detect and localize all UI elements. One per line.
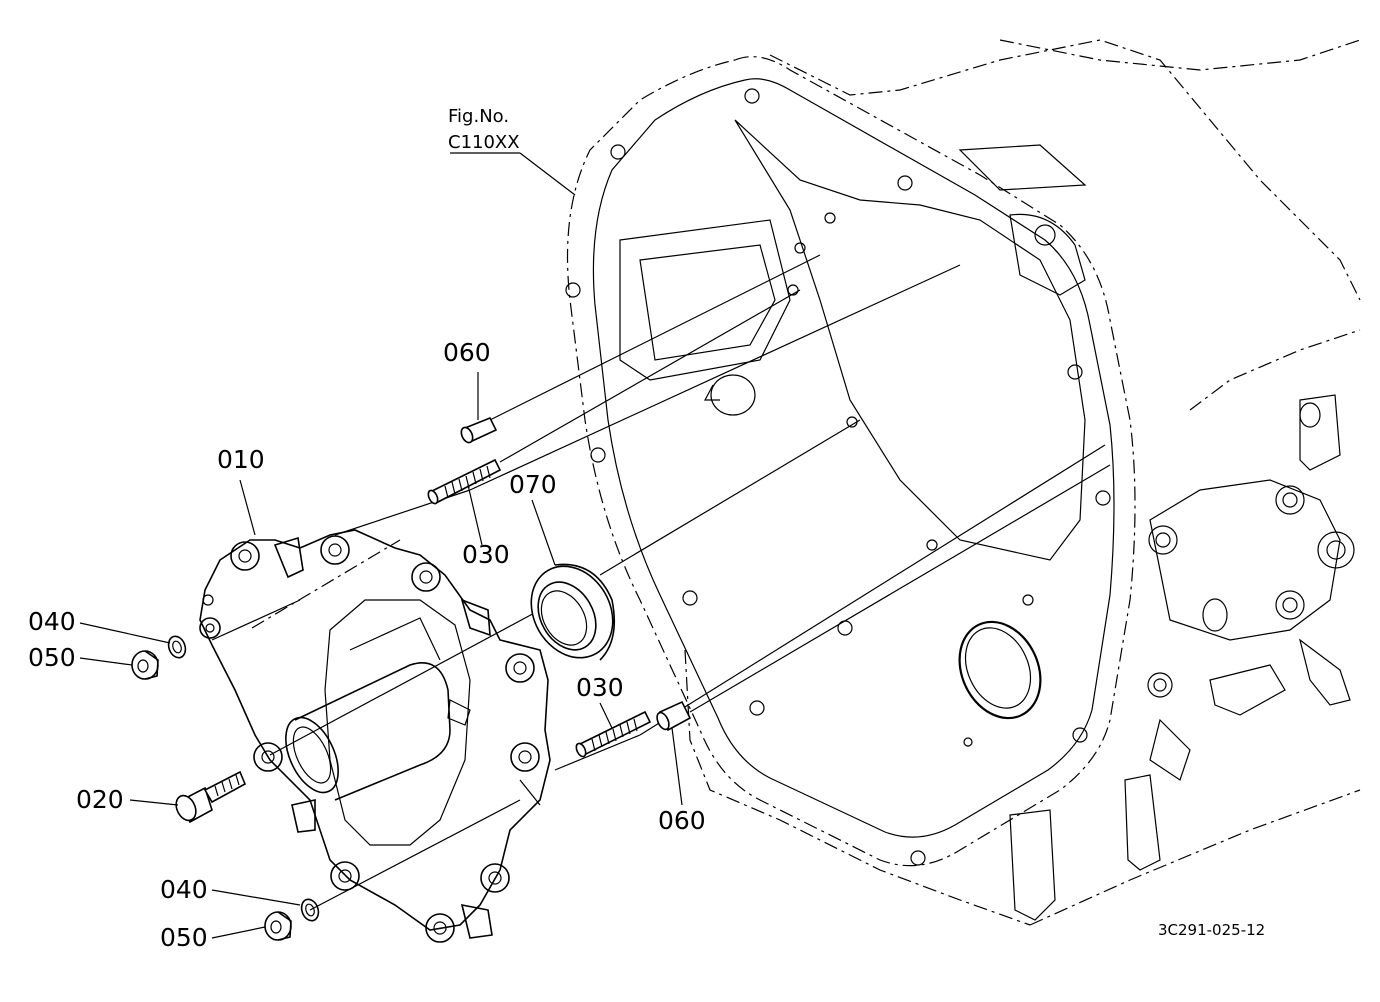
callout-030-lower: 030 xyxy=(576,673,624,702)
callout-040-upper: 040 xyxy=(28,607,76,636)
part-020-bolt xyxy=(175,770,247,824)
part-040-washer-upper xyxy=(167,635,187,659)
callout-060-lower: 060 xyxy=(658,806,706,835)
callout-030-upper: 030 xyxy=(462,540,510,569)
part-060-dowel-upper xyxy=(460,416,498,444)
callout-070: 070 xyxy=(509,470,557,499)
callout-040-lower: 040 xyxy=(160,875,208,904)
fig-ref-line1: Fig.No. xyxy=(448,106,509,127)
part-050-nut-upper xyxy=(131,650,159,680)
callout-050-upper: 050 xyxy=(28,643,76,672)
callout-020: 020 xyxy=(76,785,124,814)
fig-ref-line2: C110XX xyxy=(448,132,520,153)
callout-060-top: 060 xyxy=(443,338,491,367)
part-030-stud-lower xyxy=(575,710,652,758)
part-040-washer-lower xyxy=(300,898,320,922)
part-060-dowel-lower xyxy=(656,700,692,732)
callout-050-lower: 050 xyxy=(160,923,208,952)
leader-lines xyxy=(79,152,683,939)
transmission-case xyxy=(565,39,1361,926)
callout-010: 010 xyxy=(217,445,265,474)
part-050-nut-lower xyxy=(264,911,292,941)
drawing-code: 3C291-025-12 xyxy=(1158,921,1265,939)
part-010-cover xyxy=(199,529,551,943)
part-030-stud-upper xyxy=(427,458,502,505)
part-070-oil-seal xyxy=(530,563,616,661)
